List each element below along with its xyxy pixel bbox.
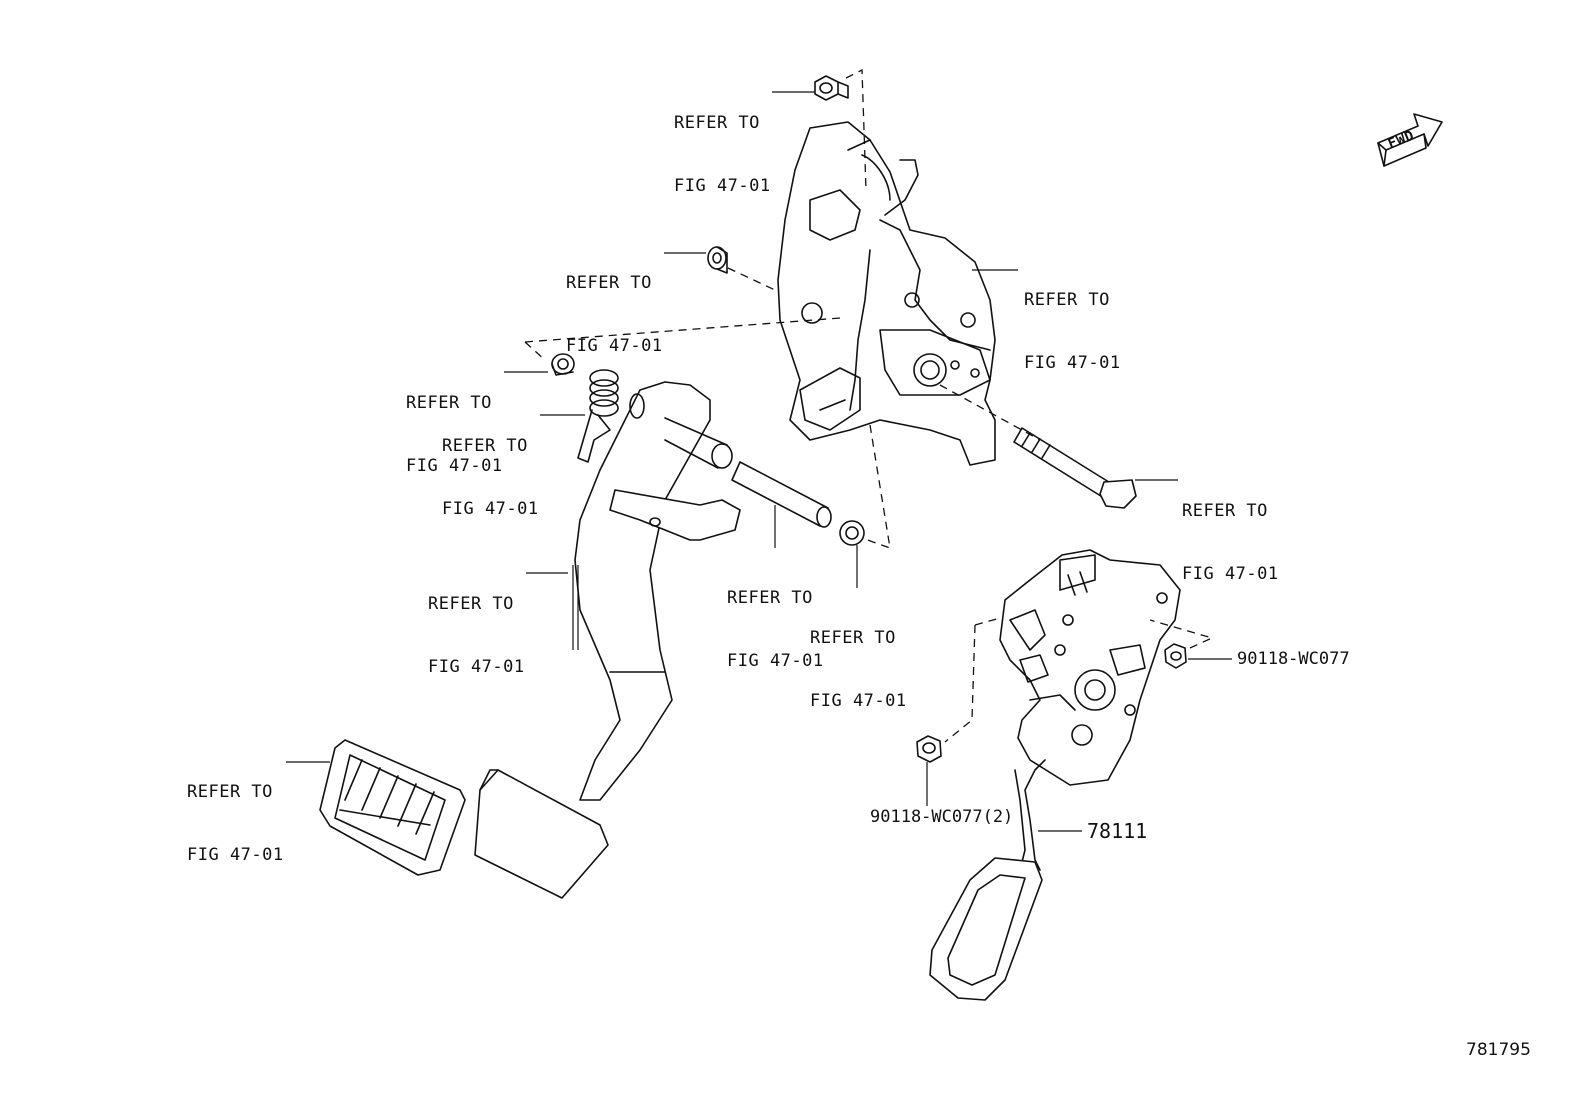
part-number-nut-right: 90118-WC077 — [1237, 649, 1350, 669]
pivot-bolt — [1013, 427, 1137, 509]
callout-line2: FIG 47-01 — [1182, 564, 1279, 584]
callout-line2: FIG 47-01 — [442, 499, 539, 519]
leader-lines — [286, 91, 1232, 832]
callout-right-bushing: REFER TO FIG 47-01 — [810, 586, 907, 733]
callout-line1: REFER TO — [727, 588, 813, 608]
callout-line1: REFER TO — [1024, 290, 1110, 310]
callout-line1: REFER TO — [442, 436, 528, 456]
callout-pad-cover: REFER TO FIG 47-01 — [187, 740, 284, 887]
bushing-upper — [707, 246, 728, 274]
callout-bracket: REFER TO FIG 47-01 — [1024, 248, 1121, 395]
return-spring — [577, 369, 619, 463]
pedal-bracket — [777, 121, 996, 466]
callout-line2: FIG 47-01 — [810, 691, 907, 711]
nut-right — [1164, 643, 1187, 669]
callout-line1: REFER TO — [1182, 501, 1268, 521]
callout-line1: REFER TO — [674, 113, 760, 133]
pivot-collar — [731, 461, 832, 528]
callout-left-bushing: REFER TO FIG 47-01 — [406, 351, 503, 498]
accelerator-pedal-assembly — [999, 549, 1181, 871]
callout-line2: FIG 47-01 — [727, 651, 824, 671]
callout-bolt: REFER TO FIG 47-01 — [1182, 459, 1279, 606]
callout-spring: REFER TO FIG 47-01 — [442, 394, 539, 541]
brake-pedal-arm — [574, 381, 741, 801]
callout-line2: FIG 47-01 — [187, 845, 284, 865]
callout-line2: FIG 47-01 — [428, 657, 525, 677]
callout-line2: FIG 47-01 — [1024, 353, 1121, 373]
accelerator-pedal-pad — [929, 857, 1043, 1001]
bushing-right — [839, 520, 865, 546]
callout-line2: FIG 47-01 — [406, 456, 503, 476]
callout-brake-arm: REFER TO FIG 47-01 — [428, 552, 525, 699]
diagram-id: 781795 — [1466, 1040, 1531, 1060]
bushing-left — [551, 353, 575, 376]
callout-line1: REFER TO — [428, 594, 514, 614]
part-number-accel-pedal: 78111 — [1087, 819, 1148, 843]
fwd-arrow-icon — [1377, 113, 1443, 167]
callout-line1: REFER TO — [566, 273, 652, 293]
callout-line1: REFER TO — [406, 393, 492, 413]
callout-top-nut: REFER TO FIG 47-01 — [674, 71, 771, 218]
callout-upper-bushing: REFER TO FIG 47-01 — [566, 231, 663, 378]
nut-left — [916, 735, 942, 763]
brake-pedal-pad — [474, 769, 609, 899]
callout-line2: FIG 47-01 — [674, 176, 771, 196]
callout-line1: REFER TO — [810, 628, 896, 648]
top-nut — [814, 75, 849, 101]
callout-line2: FIG 47-01 — [566, 336, 663, 356]
part-number-nut-left: 90118-WC077(2) — [870, 807, 1014, 827]
callout-line1: REFER TO — [187, 782, 273, 802]
pedal-pad-cover — [319, 739, 466, 876]
callout-collar: REFER TO FIG 47-01 — [727, 546, 824, 693]
dashed-reference-lines — [524, 68, 1214, 743]
arm-grooves — [572, 565, 579, 650]
